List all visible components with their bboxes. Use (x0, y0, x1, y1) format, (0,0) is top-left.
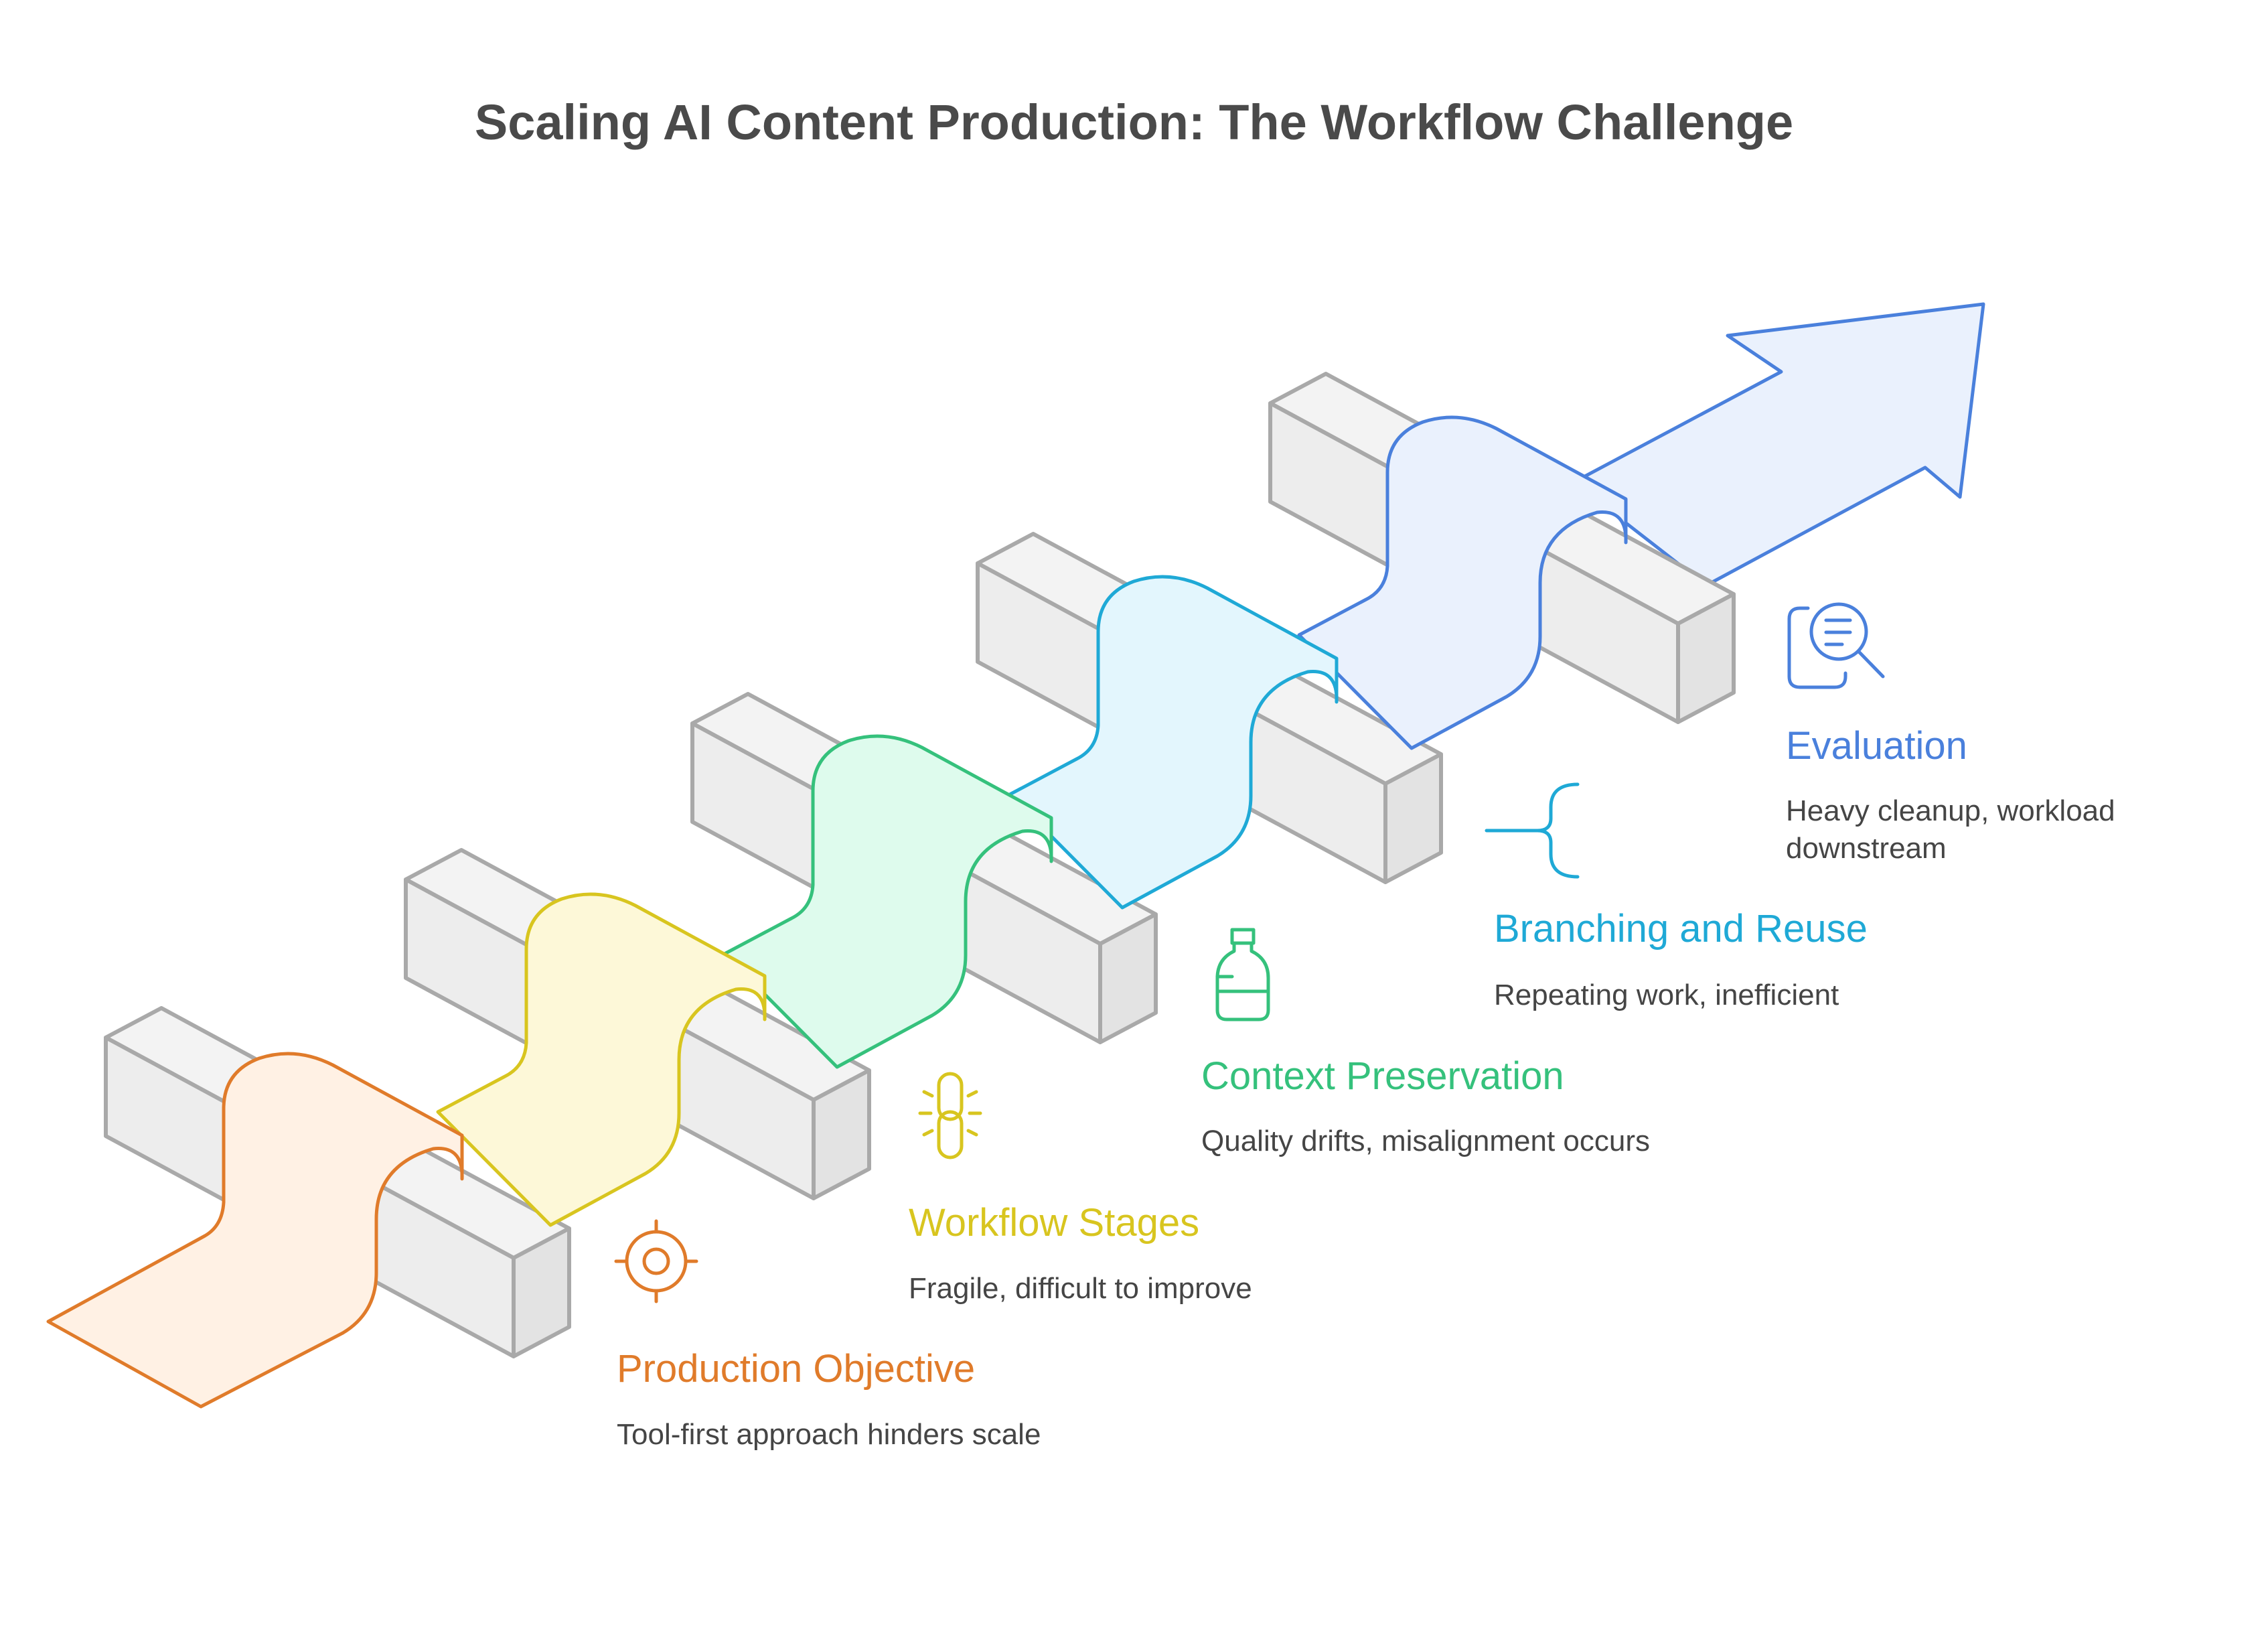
ribbon-context (723, 734, 1053, 1069)
ribbon-evaluation (1297, 415, 1628, 750)
curly-brace-branch-icon (1485, 782, 1580, 879)
step-title-branching-and-reuse: Branching and Reuse (1494, 907, 1868, 950)
chain-link-icon (918, 1072, 982, 1159)
step-desc-context-preservation: Quality drifts, misalignment occurs (1201, 1125, 1650, 1157)
ribbon-branching (1008, 575, 1339, 910)
ribbon-workflow (436, 892, 767, 1227)
step-title-evaluation: Evaluation (1786, 724, 1967, 768)
target-icon (614, 1219, 698, 1303)
step-desc-production-objective: Tool-first approach hinders scale (617, 1418, 1041, 1451)
step-title-workflow-stages: Workflow Stages (909, 1201, 1200, 1245)
step-desc-evaluation: Heavy cleanup, workload downstream (1786, 794, 2115, 865)
step-title-production-objective: Production Objective (617, 1347, 976, 1391)
arrow-head (1572, 302, 1985, 587)
ribbon-production (46, 1052, 464, 1409)
step-desc-branching-and-reuse: Repeating work, inefficient (1494, 979, 1839, 1011)
bottle-icon (1215, 928, 1270, 1021)
diagram-title: Scaling AI Content Production: The Workf… (474, 94, 1794, 150)
step-desc-workflow-stages: Fragile, difficult to improve (909, 1272, 1252, 1305)
step-title-context-preservation: Context Preservation (1201, 1054, 1564, 1098)
document-search-icon (1787, 602, 1885, 689)
